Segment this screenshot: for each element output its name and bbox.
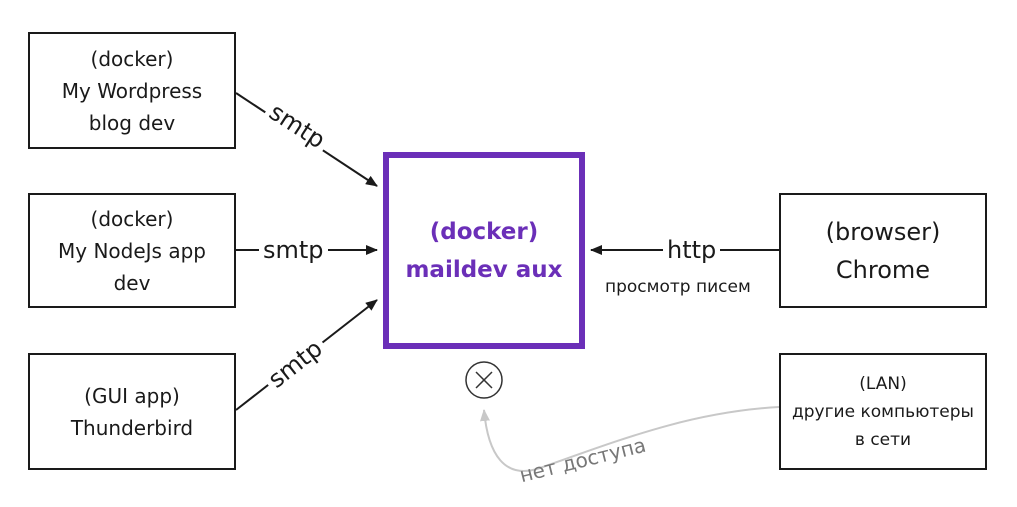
edge-lan-denied (479, 406, 780, 472)
node-chrome-line2: Chrome (835, 255, 931, 284)
node-chrome-line1: (browser) (825, 217, 941, 246)
node-thunderbird: (GUI app) Thunderbird (28, 353, 236, 470)
node-wordpress-line1: (docker) (90, 46, 174, 71)
node-nodejs-line3: dev (113, 270, 151, 295)
node-lan-line1: (LAN) (859, 373, 907, 394)
node-lan-line2: другие компьютеры (792, 401, 974, 422)
node-lan-line3: в сети (854, 429, 912, 450)
edge-label-chrome: http (663, 236, 721, 264)
node-maildev-line1: (docker) (429, 218, 539, 245)
node-chrome: (browser) Chrome (779, 193, 987, 308)
node-lan: (LAN) другие компьютеры в сети (779, 353, 987, 470)
node-nodejs-line1: (docker) (90, 206, 174, 231)
blocked-icon (465, 361, 503, 399)
node-thunderbird-line2: Thunderbird (70, 415, 194, 440)
node-wordpress-line3: blog dev (88, 110, 176, 135)
node-maildev-line2: maildev aux (405, 256, 563, 283)
node-nodejs: (docker) My NodeJs app dev (28, 193, 236, 308)
node-maildev: (docker) maildev aux (383, 152, 585, 349)
node-thunderbird-line1: (GUI app) (84, 383, 180, 408)
node-wordpress-line2: My Wordpress (61, 78, 203, 103)
edge-label-nodejs: smtp (259, 236, 328, 264)
node-nodejs-line2: My NodeJs app (58, 238, 206, 263)
edge-sublabel-chrome: просмотр писем (605, 277, 751, 297)
node-wordpress: (docker) My Wordpress blog dev (28, 32, 236, 149)
